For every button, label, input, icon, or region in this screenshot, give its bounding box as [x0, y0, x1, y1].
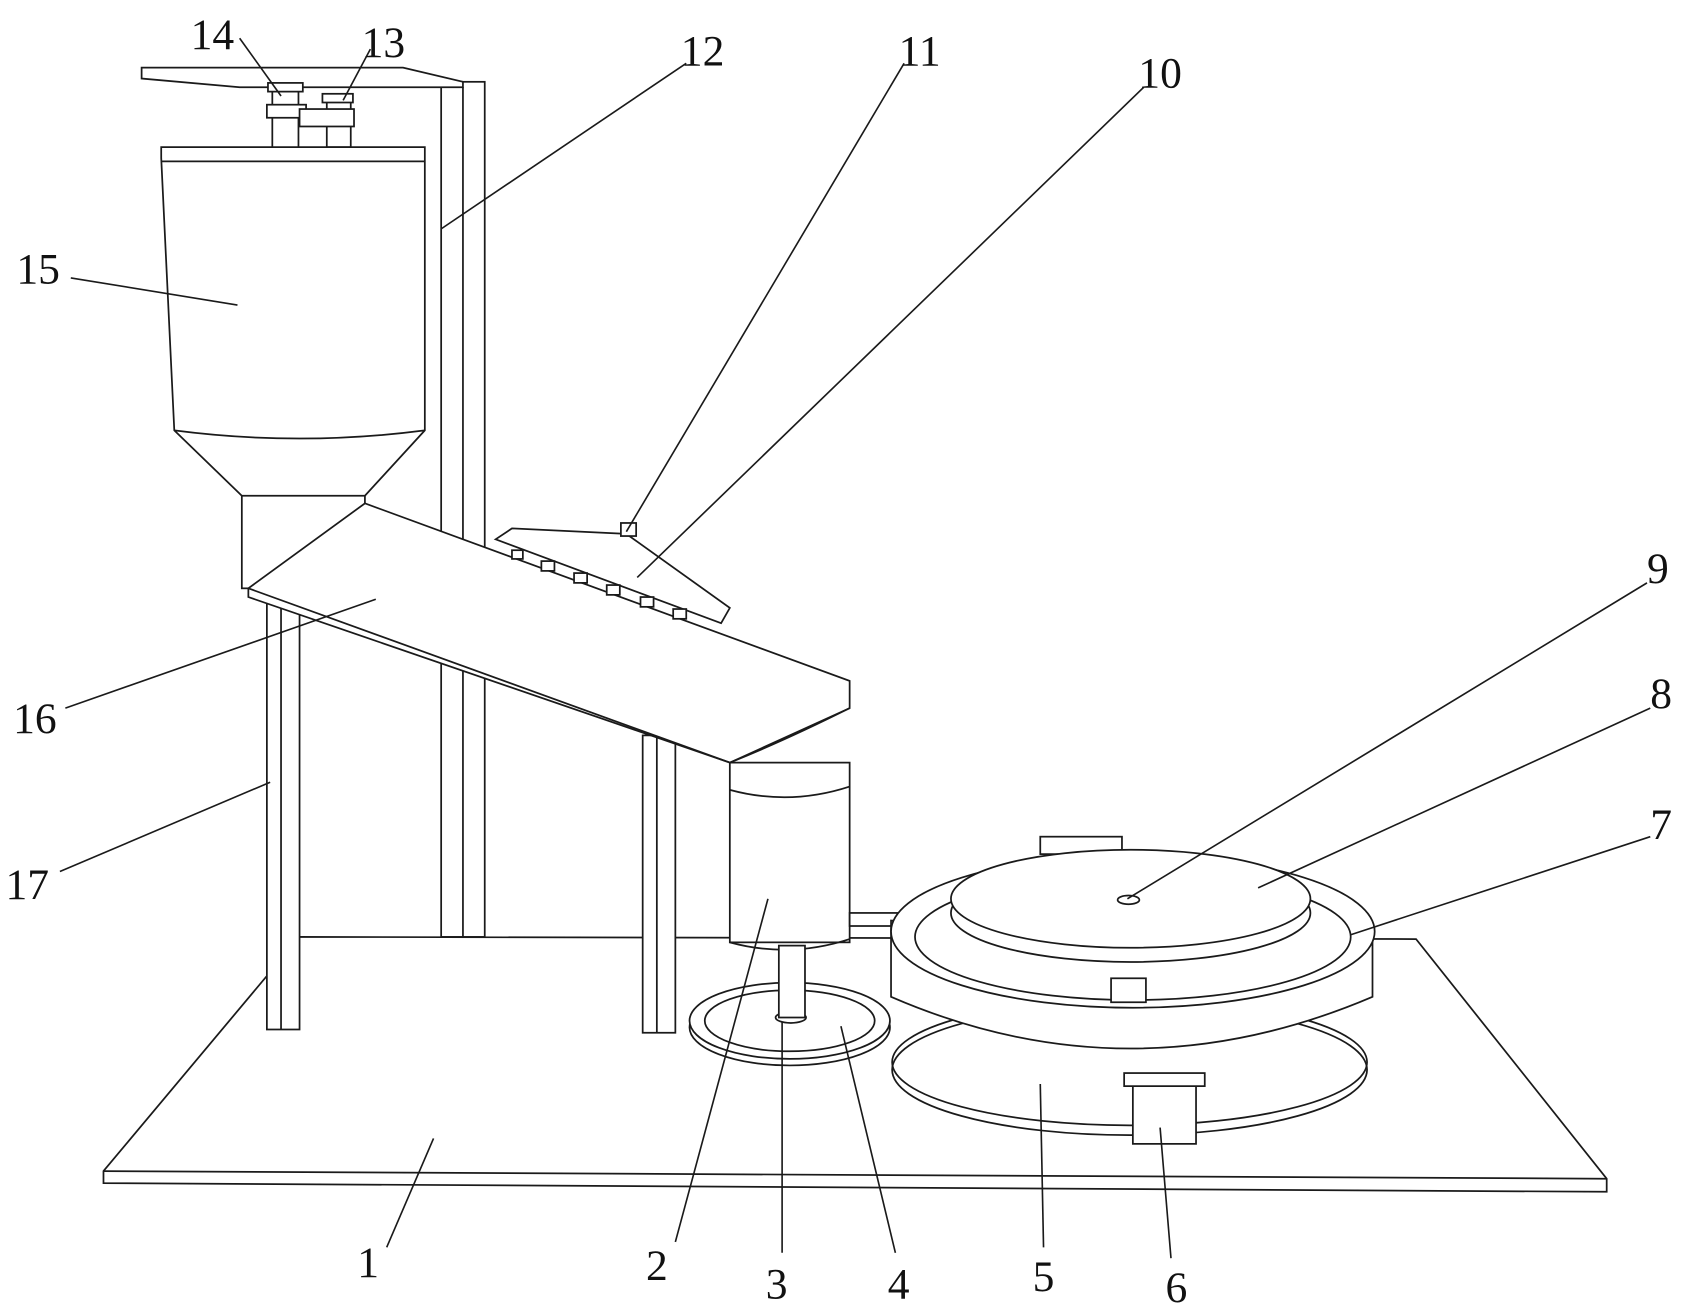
motor-assembly — [267, 83, 354, 151]
discharge-pipe — [730, 763, 850, 950]
label-17: 17 — [5, 861, 49, 909]
label-2: 2 — [646, 1242, 668, 1290]
label-9: 9 — [1647, 545, 1669, 593]
label-4: 4 — [888, 1261, 910, 1309]
label-5: 5 — [1033, 1253, 1055, 1301]
label-10: 10 — [1138, 49, 1182, 97]
drive-box — [1124, 1073, 1205, 1144]
base-plate — [103, 937, 1606, 1192]
label-3: 3 — [766, 1261, 788, 1309]
label-13: 13 — [362, 19, 406, 67]
label-16: 16 — [13, 695, 57, 743]
label-6: 6 — [1166, 1264, 1188, 1312]
label-15: 15 — [16, 245, 60, 293]
label-7: 7 — [1650, 801, 1672, 849]
label-14: 14 — [191, 11, 235, 59]
label-1: 1 — [357, 1239, 379, 1287]
label-11: 11 — [899, 27, 941, 75]
label-8: 8 — [1650, 670, 1672, 718]
label-12: 12 — [681, 27, 725, 75]
